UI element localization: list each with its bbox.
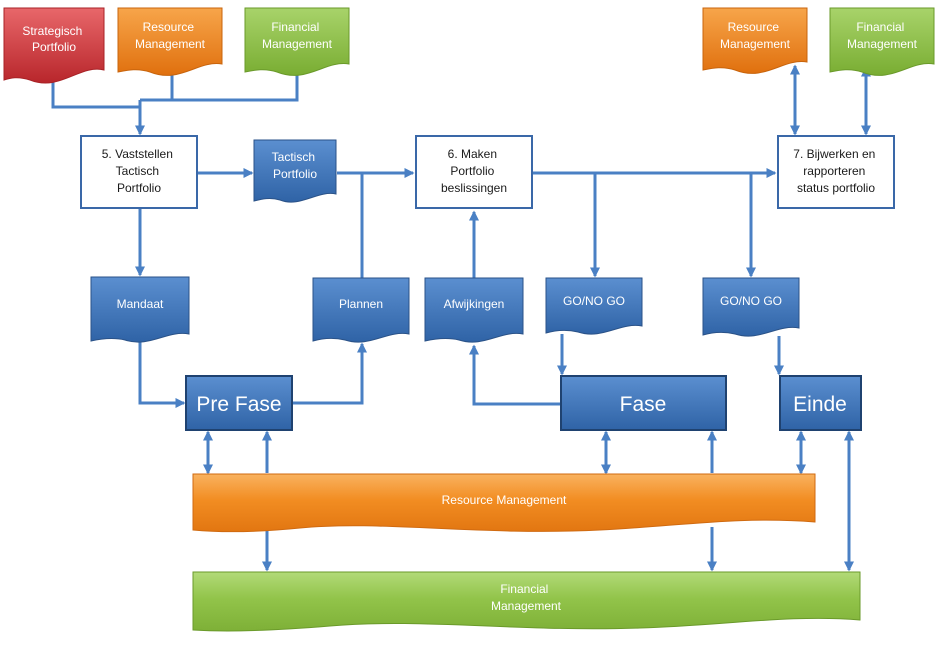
svg-text:Tactisch Portfolio: Tactisch Portfolio [272,150,319,181]
band-resource-management: Resource Management [192,473,816,533]
doc-afwijkingen: Afwijkingen [424,277,524,343]
svg-text:5. Vaststellen Tactisch: 5. Vaststellen Tactisch Portfolio [102,147,177,195]
svg-text:Pre Fase: Pre Fase [196,393,281,416]
svg-text:Fase: Fase [620,393,667,416]
svg-text:GO/NO GO: GO/NO GO [720,294,782,308]
phase-pre-fase: Pre Fase [185,375,293,431]
svg-text:Strategisch Portfolio: Strategisch Portfolio [22,24,85,54]
doc-mandaat: Mandaat [90,276,190,343]
svg-text:Afwijkingen: Afwijkingen [444,297,505,311]
phase-einde: Einde [779,375,862,431]
svg-text:Resource Management: Resource Management [442,493,567,507]
doc-gonogo-1: GO/NO GO [545,277,643,335]
arrow-fase-to-afwijkingen [468,344,561,406]
svg-text:7. Bijwerken en rapporte: 7. Bijwerken en rapporteren status portf… [793,147,878,195]
svg-text:6. Maken Portfolio: 6. Maken Portfolio beslissingen [441,147,507,195]
connector-financial-to-vaststellen [172,72,299,102]
svg-text:Financial Management: Financial Management [847,20,918,51]
process-box-bijwerken: 7. Bijwerken en rapporteren status portf… [777,135,895,209]
svg-text:Resource Management: Resource Management [720,20,791,51]
doc-tactisch-portfolio: Tactisch Portfolio [253,139,337,203]
process-box-vaststellen: 5. Vaststellen Tactisch Portfolio [80,135,198,209]
svg-text:Plannen: Plannen [339,297,383,311]
svg-text:Einde: Einde [793,393,847,416]
doc-strategisch-portfolio: Strategisch Portfolio [3,7,105,84]
arrow-prefase-to-plannen [292,342,368,405]
svg-text:Financial Management: Financial Management [491,582,562,613]
doc-plannen: Plannen [312,277,410,343]
doc-resource-management-left: Resource Management [117,7,223,76]
svg-text:Financial Management: Financial Management [262,20,333,51]
doc-gonogo-2: GO/NO GO [702,277,800,337]
process-box-maken: 6. Maken Portfolio beslissingen [415,135,533,209]
arrow-mandaat-to-prefase [138,338,186,409]
doc-resource-management-right: Resource Management [702,7,808,74]
svg-text:Resource Management: Resource Management [135,20,206,51]
doc-financial-management-right: Financial Management [829,7,935,76]
doc-financial-management-left: Financial Management [244,7,350,76]
svg-text:GO/NO GO: GO/NO GO [563,294,625,308]
band-financial-management: Financial Management [192,571,861,632]
svg-text:Mandaat: Mandaat [117,297,164,311]
phase-fase: Fase [560,375,727,431]
connectors [51,64,872,572]
connector-strategisch-to-vaststellen [51,77,140,109]
